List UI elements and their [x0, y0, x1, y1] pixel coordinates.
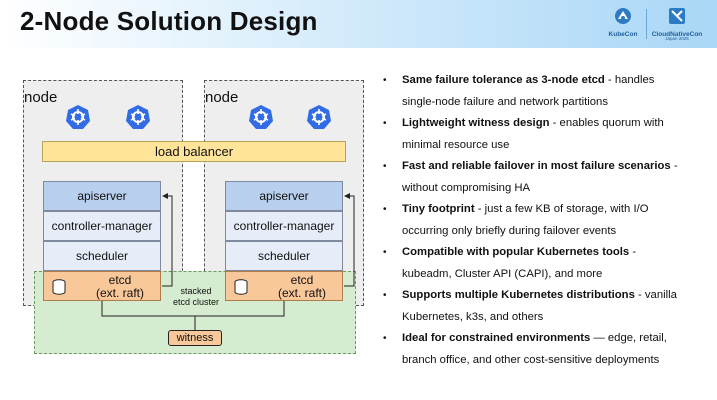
- kubernetes-icon: [249, 105, 273, 129]
- etcd-peer-link: [101, 301, 285, 317]
- etcd-label-line2: (ext. raft): [277, 286, 326, 300]
- apiserver-box: apiserver: [225, 181, 343, 211]
- feature-text-cont: occurring only briefly during failover e…: [402, 224, 617, 237]
- feature-item: • Compatible with popular Kubernetes tool…: [383, 242, 705, 285]
- bullet-icon: •: [383, 290, 387, 301]
- stacked-etcd-label-line2: etcd cluster: [172, 297, 220, 307]
- feature-text-cont: Kubernetes, k3s, and others: [402, 310, 544, 323]
- node-2-label: node: [205, 89, 239, 106]
- feature-title: Lightweight witness design: [402, 117, 550, 129]
- load-balancer: load balancer: [42, 141, 346, 162]
- feature-text: - handles: [604, 74, 655, 86]
- bullet-icon: •: [383, 204, 387, 215]
- event-subtitle: Japan 2025: [665, 36, 689, 41]
- database-icon: [52, 279, 66, 295]
- witness-node: witness: [168, 330, 222, 346]
- bullet-icon: •: [383, 161, 387, 172]
- bullet-icon: •: [383, 75, 387, 86]
- apiserver-etcd-arrow: [162, 193, 173, 287]
- kubecon-logo-text: KubeCon: [608, 31, 638, 38]
- cloudnativecon-logo-icon: [669, 8, 685, 24]
- logo-divider: [646, 9, 647, 39]
- feature-text: - vanilla: [634, 289, 677, 301]
- feature-title: Compatible with popular Kubernetes tools: [402, 246, 630, 258]
- kubecon-logo: KubeCon: [601, 6, 645, 38]
- feature-title: Same failure tolerance as 3-node etcd: [402, 74, 605, 86]
- database-icon: [234, 279, 248, 295]
- feature-text: -: [670, 160, 678, 172]
- feature-text-cont: minimal resource use: [402, 138, 510, 151]
- feature-text-cont: without compromising HA: [402, 181, 531, 194]
- cloudnativecon-logo-text: CloudNativeCon: [651, 31, 703, 38]
- feature-text-cont: branch office, and other cost-sensitive …: [402, 353, 660, 366]
- etcd-label: etcd (ext. raft): [78, 274, 162, 300]
- feature-text-cont: single-node failure and network partitio…: [402, 95, 608, 108]
- etcd-box: etcd (ext. raft): [225, 271, 343, 301]
- feature-item: • Fast and reliable failover in most fail…: [383, 156, 705, 199]
- feature-item: • Lightweight witness design - enables qu…: [383, 113, 705, 156]
- bullet-icon: •: [383, 118, 387, 129]
- kubernetes-icon: [307, 105, 331, 129]
- etcd-label-line1: etcd: [108, 273, 132, 287]
- kubernetes-icon: [126, 105, 150, 129]
- feature-text-cont: kubeadm, Cluster API (CAPI), and more: [402, 267, 603, 280]
- kubecon-logo-icon: [615, 8, 631, 24]
- feature-item: • Tiny footprint - just a few KB of stora…: [383, 199, 705, 242]
- etcd-label-line1: etcd: [290, 273, 314, 287]
- feature-item: • Ideal for constrained environments — ed…: [383, 328, 705, 371]
- stacked-etcd-label-line1: stacked: [180, 286, 212, 296]
- stacked-etcd-label: stacked etcd cluster: [163, 286, 229, 308]
- feature-text: - just a few KB of storage, with I/O: [474, 203, 649, 215]
- controller-manager-box: controller-manager: [43, 211, 161, 241]
- etcd-label-line2: (ext. raft): [95, 286, 144, 300]
- title-banner: [0, 0, 717, 48]
- cloudnativecon-logo: CloudNativeCon: [651, 6, 703, 38]
- feature-item: • Same failure tolerance as 3-node etcd -…: [383, 70, 705, 113]
- event-logos: KubeCon CloudNativeCon Japan 2025: [599, 6, 703, 42]
- feature-text: — edge, retail,: [590, 332, 667, 344]
- bullet-icon: •: [383, 333, 387, 344]
- feature-title: Tiny footprint: [402, 203, 475, 215]
- bullet-icon: •: [383, 247, 387, 258]
- slide-title: 2-Node Solution Design: [20, 6, 318, 36]
- feature-title: Supports multiple Kubernetes distributio…: [402, 289, 635, 301]
- controller-manager-box: controller-manager: [225, 211, 343, 241]
- apiserver-box: apiserver: [43, 181, 161, 211]
- etcd-label: etcd (ext. raft): [260, 274, 344, 300]
- scheduler-box: scheduler: [43, 241, 161, 271]
- feature-list: • Same failure tolerance as 3-node etcd -…: [383, 70, 705, 371]
- feature-title: Ideal for constrained environments: [402, 332, 591, 344]
- feature-title: Fast and reliable failover in most failu…: [402, 160, 671, 172]
- etcd-box: etcd (ext. raft): [43, 271, 161, 301]
- node-1-label: node: [24, 89, 58, 106]
- scheduler-box: scheduler: [225, 241, 343, 271]
- feature-item: • Supports multiple Kubernetes distributi…: [383, 285, 705, 328]
- kubernetes-icon: [66, 105, 90, 129]
- apiserver-etcd-arrow: [344, 193, 355, 287]
- feature-text: -: [629, 246, 637, 258]
- feature-text: - enables quorum with: [549, 117, 664, 129]
